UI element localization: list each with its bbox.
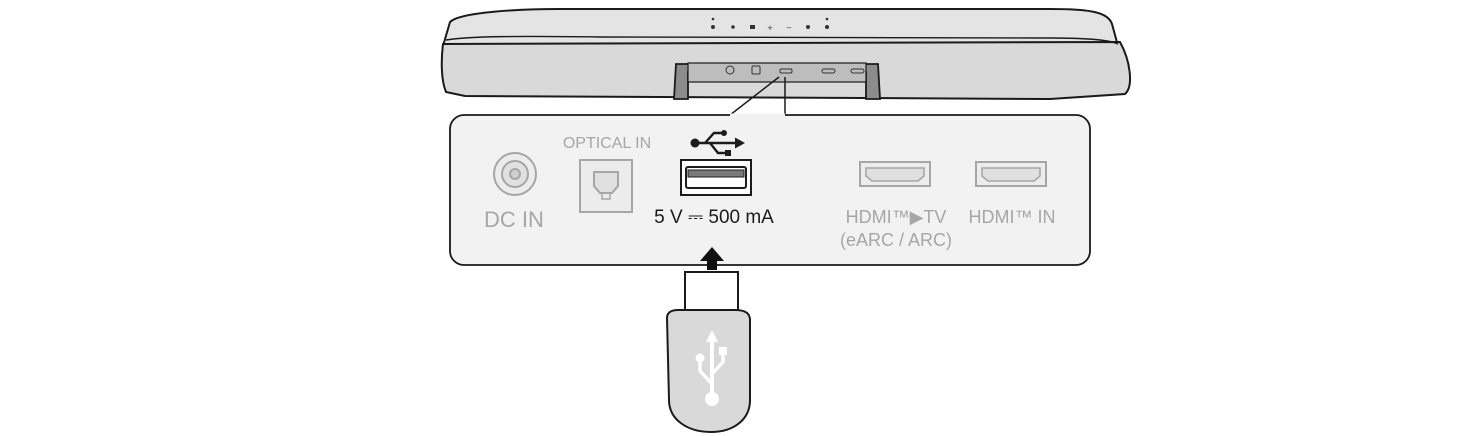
- hdmi-in-label: HDMI™ IN: [969, 207, 1056, 227]
- soundbar: + −: [440, 8, 1132, 116]
- rear-panel-callout: DC IN OPTICAL IN 5 V ⎓ 500 mA: [449, 113, 1091, 266]
- usb-drive-connector: [684, 271, 739, 313]
- up-arrow-icon: [700, 247, 724, 270]
- svg-text:+: +: [767, 24, 773, 32]
- hdmi-tv-port: [859, 161, 931, 187]
- soundbar-top-surface: [441, 8, 1120, 47]
- usb-icon: [690, 130, 745, 156]
- usb-drive-logo-icon: [695, 330, 727, 406]
- hdmi-tv-label-line1: HDMI™▶TV: [846, 207, 947, 227]
- hdmi-in-port: [975, 161, 1047, 187]
- usb-flash-drive-icon: [665, 271, 751, 434]
- dc-in-jack: [493, 152, 537, 196]
- panel-background: [449, 114, 1091, 266]
- svg-text:−: −: [786, 24, 792, 32]
- optical-in-port: [579, 159, 633, 213]
- top-control-buttons: + −: [711, 17, 829, 32]
- usb-drive-body: [665, 309, 751, 434]
- usb-port: [680, 159, 752, 196]
- hdmi-tv-label-line2: (eARC / ARC): [840, 230, 952, 250]
- optical-in-label: OPTICAL IN: [563, 135, 651, 152]
- dc-in-label: DC IN: [484, 207, 544, 232]
- usb-rating-label: 5 V ⎓ 500 mA: [654, 207, 774, 228]
- soundbar-mini-ports: [725, 65, 865, 75]
